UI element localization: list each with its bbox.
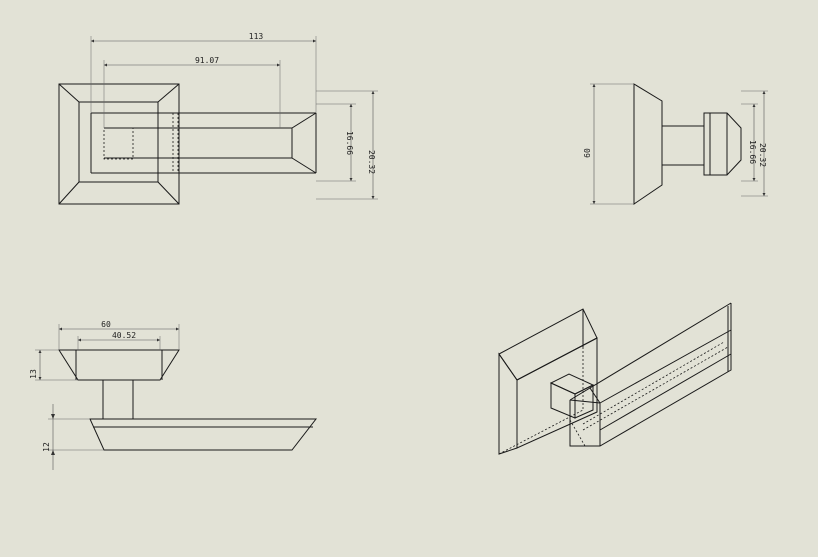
rose-profile [633,83,663,205]
rose-outer-edge [58,83,180,205]
hidden-spindle [103,127,134,160]
front-view: 60 40.52 13 12 [29,320,318,470]
dim-12-label: 12 [42,442,51,452]
dim-side-inner-height: 16.66 [741,103,758,182]
dim-front-rose-width: 60 [58,320,180,350]
dim-top-inner-length: 91.07 [103,56,281,128]
spindle-iso-top [549,373,595,395]
top-view: 113 91.07 16.66 20.32 [58,32,378,205]
dim-side-rose-height: 60 [583,83,634,205]
spindle-front [102,380,134,419]
dim-top-inner-height: 16.66 [316,103,356,182]
lever-arm-iso [569,302,732,447]
dim-60-front-label: 60 [101,320,111,329]
dim-front-rose-inner: 40.52 [77,331,161,350]
dim-113-label: 113 [249,32,264,41]
rose-inner-face [78,101,159,183]
rose-iso-top [498,308,598,381]
dim-91-07-label: 91.07 [195,56,219,65]
side-view: 60 16.66 20.32 [583,83,768,205]
rose-iso-front [516,337,598,449]
dim-20-32-side-label: 20.32 [758,143,767,167]
rose-front-profile [58,349,180,381]
rose-iso-left [498,352,518,455]
dim-top-overall-length: 113 [90,32,317,113]
dim-60-side-label: 60 [583,148,592,158]
isometric-view [498,302,732,455]
dim-40-52-label: 40.52 [112,331,136,340]
lever-front-profile [89,418,318,451]
dim-top-outer-height: 20.32 [316,90,378,200]
dim-front-lever-thickness: 12 [42,404,104,470]
dim-16-66-label: 16.66 [345,131,354,155]
dim-13-label: 13 [29,369,38,379]
dim-16-66-side-label: 16.66 [748,140,757,164]
dim-front-rose-thickness: 13 [29,349,78,381]
lever-arm [90,112,317,174]
dim-20-32-label: 20.32 [367,150,376,174]
dim-side-outer-height: 20.32 [741,90,768,197]
spindle-profile [662,125,704,166]
